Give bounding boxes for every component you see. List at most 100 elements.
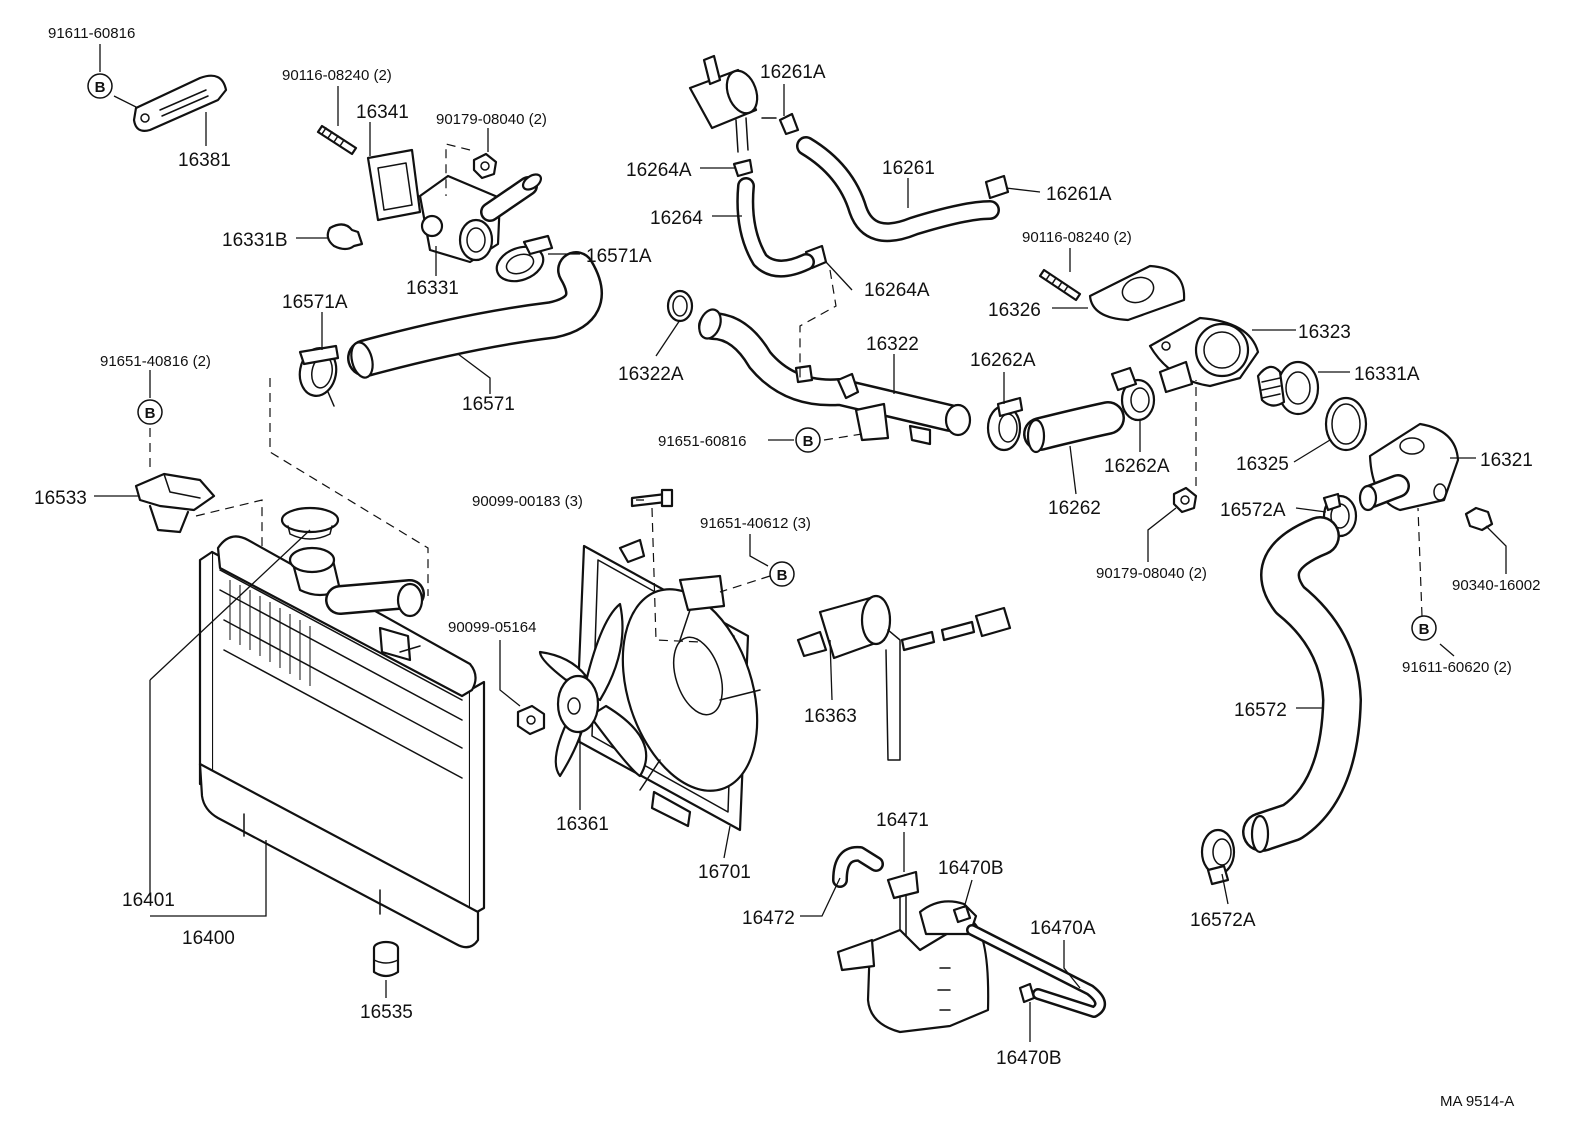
radiator-hose-16572: [1242, 516, 1362, 854]
assembly-dashed-lines: [149, 143, 1423, 643]
label-16572A-upper: 16572A: [1220, 500, 1286, 521]
label-16701: 16701: [698, 862, 751, 883]
label-91651-40816: 91651-40816 (2): [100, 353, 211, 370]
overflow-hose-16470A: [966, 924, 1106, 1018]
hose-clip-16470B-upper: [952, 904, 972, 924]
label-16472: 16472: [742, 908, 795, 929]
gasket-16341: [366, 148, 422, 222]
label-91651-60816: 91651-60816: [658, 433, 746, 450]
label-91611-60620: 91611-60620 (2): [1402, 659, 1512, 676]
label-16571A-lower: 16571A: [282, 292, 348, 313]
water-pipe-16322: [698, 308, 972, 446]
label-16535: 16535: [360, 1002, 413, 1023]
svg-text:B: B: [1419, 621, 1430, 638]
label-90116-08240-left: 90116-08240 (2): [282, 67, 392, 84]
hose-clip-16261A-upper: [778, 112, 800, 136]
label-16261A-top: 16261A: [760, 62, 826, 83]
label-16533: 16533: [34, 488, 87, 509]
label-16572A-lower: 16572A: [1190, 910, 1256, 931]
label-16571: 16571: [462, 394, 515, 415]
label-16331: 16331: [406, 278, 459, 299]
stud-bolt-left: [316, 124, 358, 156]
ref-marker-b-1: B: [87, 73, 113, 99]
hose-clamp-16262A-right: [1110, 366, 1156, 422]
radiator-hose-16571: [347, 251, 603, 379]
leader-lines: [94, 44, 1507, 1042]
label-16363: 16363: [804, 706, 857, 727]
label-16571A-upper: 16571A: [586, 246, 652, 267]
label-16381: 16381: [178, 150, 231, 171]
hose-clip-16261A-right: [984, 174, 1010, 200]
o-ring-16322A: [666, 289, 694, 323]
bracket-16533: [134, 472, 216, 534]
label-16401: 16401: [122, 890, 175, 911]
reservoir-hose-16472: [832, 845, 884, 888]
label-16471: 16471: [876, 810, 929, 831]
plug-16331B: [326, 223, 364, 251]
label-90116-08240-right: 90116-08240 (2): [1022, 229, 1132, 246]
water-hose-16261: [796, 136, 1000, 243]
hose-clamp-16572A-lower: [1200, 828, 1236, 886]
gasket-16325: [1324, 396, 1368, 452]
label-16264A-lower: 16264A: [864, 280, 930, 301]
gasket-16326: [1088, 264, 1186, 322]
stud-bolt-right: [1038, 268, 1082, 302]
radiator-cap-16401: [280, 506, 340, 540]
hose-clamp-16571A-lower: [298, 344, 340, 407]
ref-marker-b-2: B: [137, 399, 163, 425]
label-16400: 16400: [182, 928, 235, 949]
label-16331B: 16331B: [222, 230, 288, 251]
svg-text:B: B: [777, 567, 788, 584]
label-90179-08040-right: 90179-08040 (2): [1096, 565, 1207, 582]
label-16361: 16361: [556, 814, 609, 835]
water-outlet-16331: [418, 173, 543, 264]
reservoir-tank: [836, 900, 990, 1034]
bracket-16381: [132, 74, 228, 132]
svg-text:B: B: [803, 433, 814, 450]
label-16470A: 16470A: [1030, 918, 1096, 939]
label-16321: 16321: [1480, 450, 1533, 471]
water-hose-16264: [736, 177, 815, 278]
label-91611-60816: 91611-60816: [48, 25, 135, 42]
ref-marker-b-4: B: [769, 561, 795, 587]
ref-marker-b-5: B: [1411, 615, 1437, 641]
water-valve: [688, 54, 777, 153]
label-16572: 16572: [1234, 700, 1287, 721]
radiator-16400: [198, 535, 486, 949]
label-16322: 16322: [866, 334, 919, 355]
label-16262A-upper: 16262A: [970, 350, 1036, 371]
water-hose-16262: [1023, 401, 1125, 454]
cooling-fan-16361: [538, 602, 648, 778]
reservoir-cap-16471: [886, 870, 920, 941]
svg-text:B: B: [95, 79, 106, 96]
label-16323: 16323: [1298, 322, 1351, 343]
label-16341: 16341: [356, 102, 409, 123]
nut-90179-left: [472, 152, 498, 180]
label-16470B-lower: 16470B: [996, 1048, 1062, 1069]
label-16331A: 16331A: [1354, 364, 1420, 385]
label-90099-00183: 90099-00183 (3): [472, 493, 583, 510]
thermostat-16331A: [1256, 360, 1320, 416]
label-90340-16002: 90340-16002: [1452, 577, 1540, 594]
svg-text:B: B: [145, 405, 156, 422]
ref-marker-b-3: B: [795, 427, 821, 453]
label-90179-08040-left: 90179-08040 (2): [436, 111, 547, 128]
label-16322A: 16322A: [618, 364, 684, 385]
label-16326: 16326: [988, 300, 1041, 321]
plug-90340-16002: [1464, 506, 1494, 532]
hose-clip-16470B-lower: [1018, 982, 1036, 1004]
label-16470B-upper: 16470B: [938, 858, 1004, 879]
figure-code: MA 9514-A: [1440, 1093, 1514, 1110]
hose-clamp-16262A-left: [986, 396, 1024, 452]
label-16262A-lower: 16262A: [1104, 456, 1170, 477]
water-inlet-16321: [1358, 422, 1460, 512]
hose-clamp-16571A-upper: [495, 234, 554, 283]
part-number-labels: 91611-60816 16381 90116-08240 (2) 16341 …: [34, 25, 1540, 1110]
label-90099-05164: 90099-05164: [448, 619, 536, 636]
bolt-90099-00183: [630, 488, 674, 508]
label-16261: 16261: [882, 158, 935, 179]
label-91651-40612: 91651-40612 (3): [700, 515, 811, 532]
label-16262: 16262: [1048, 498, 1101, 519]
label-16264A-top: 16264A: [626, 160, 692, 181]
